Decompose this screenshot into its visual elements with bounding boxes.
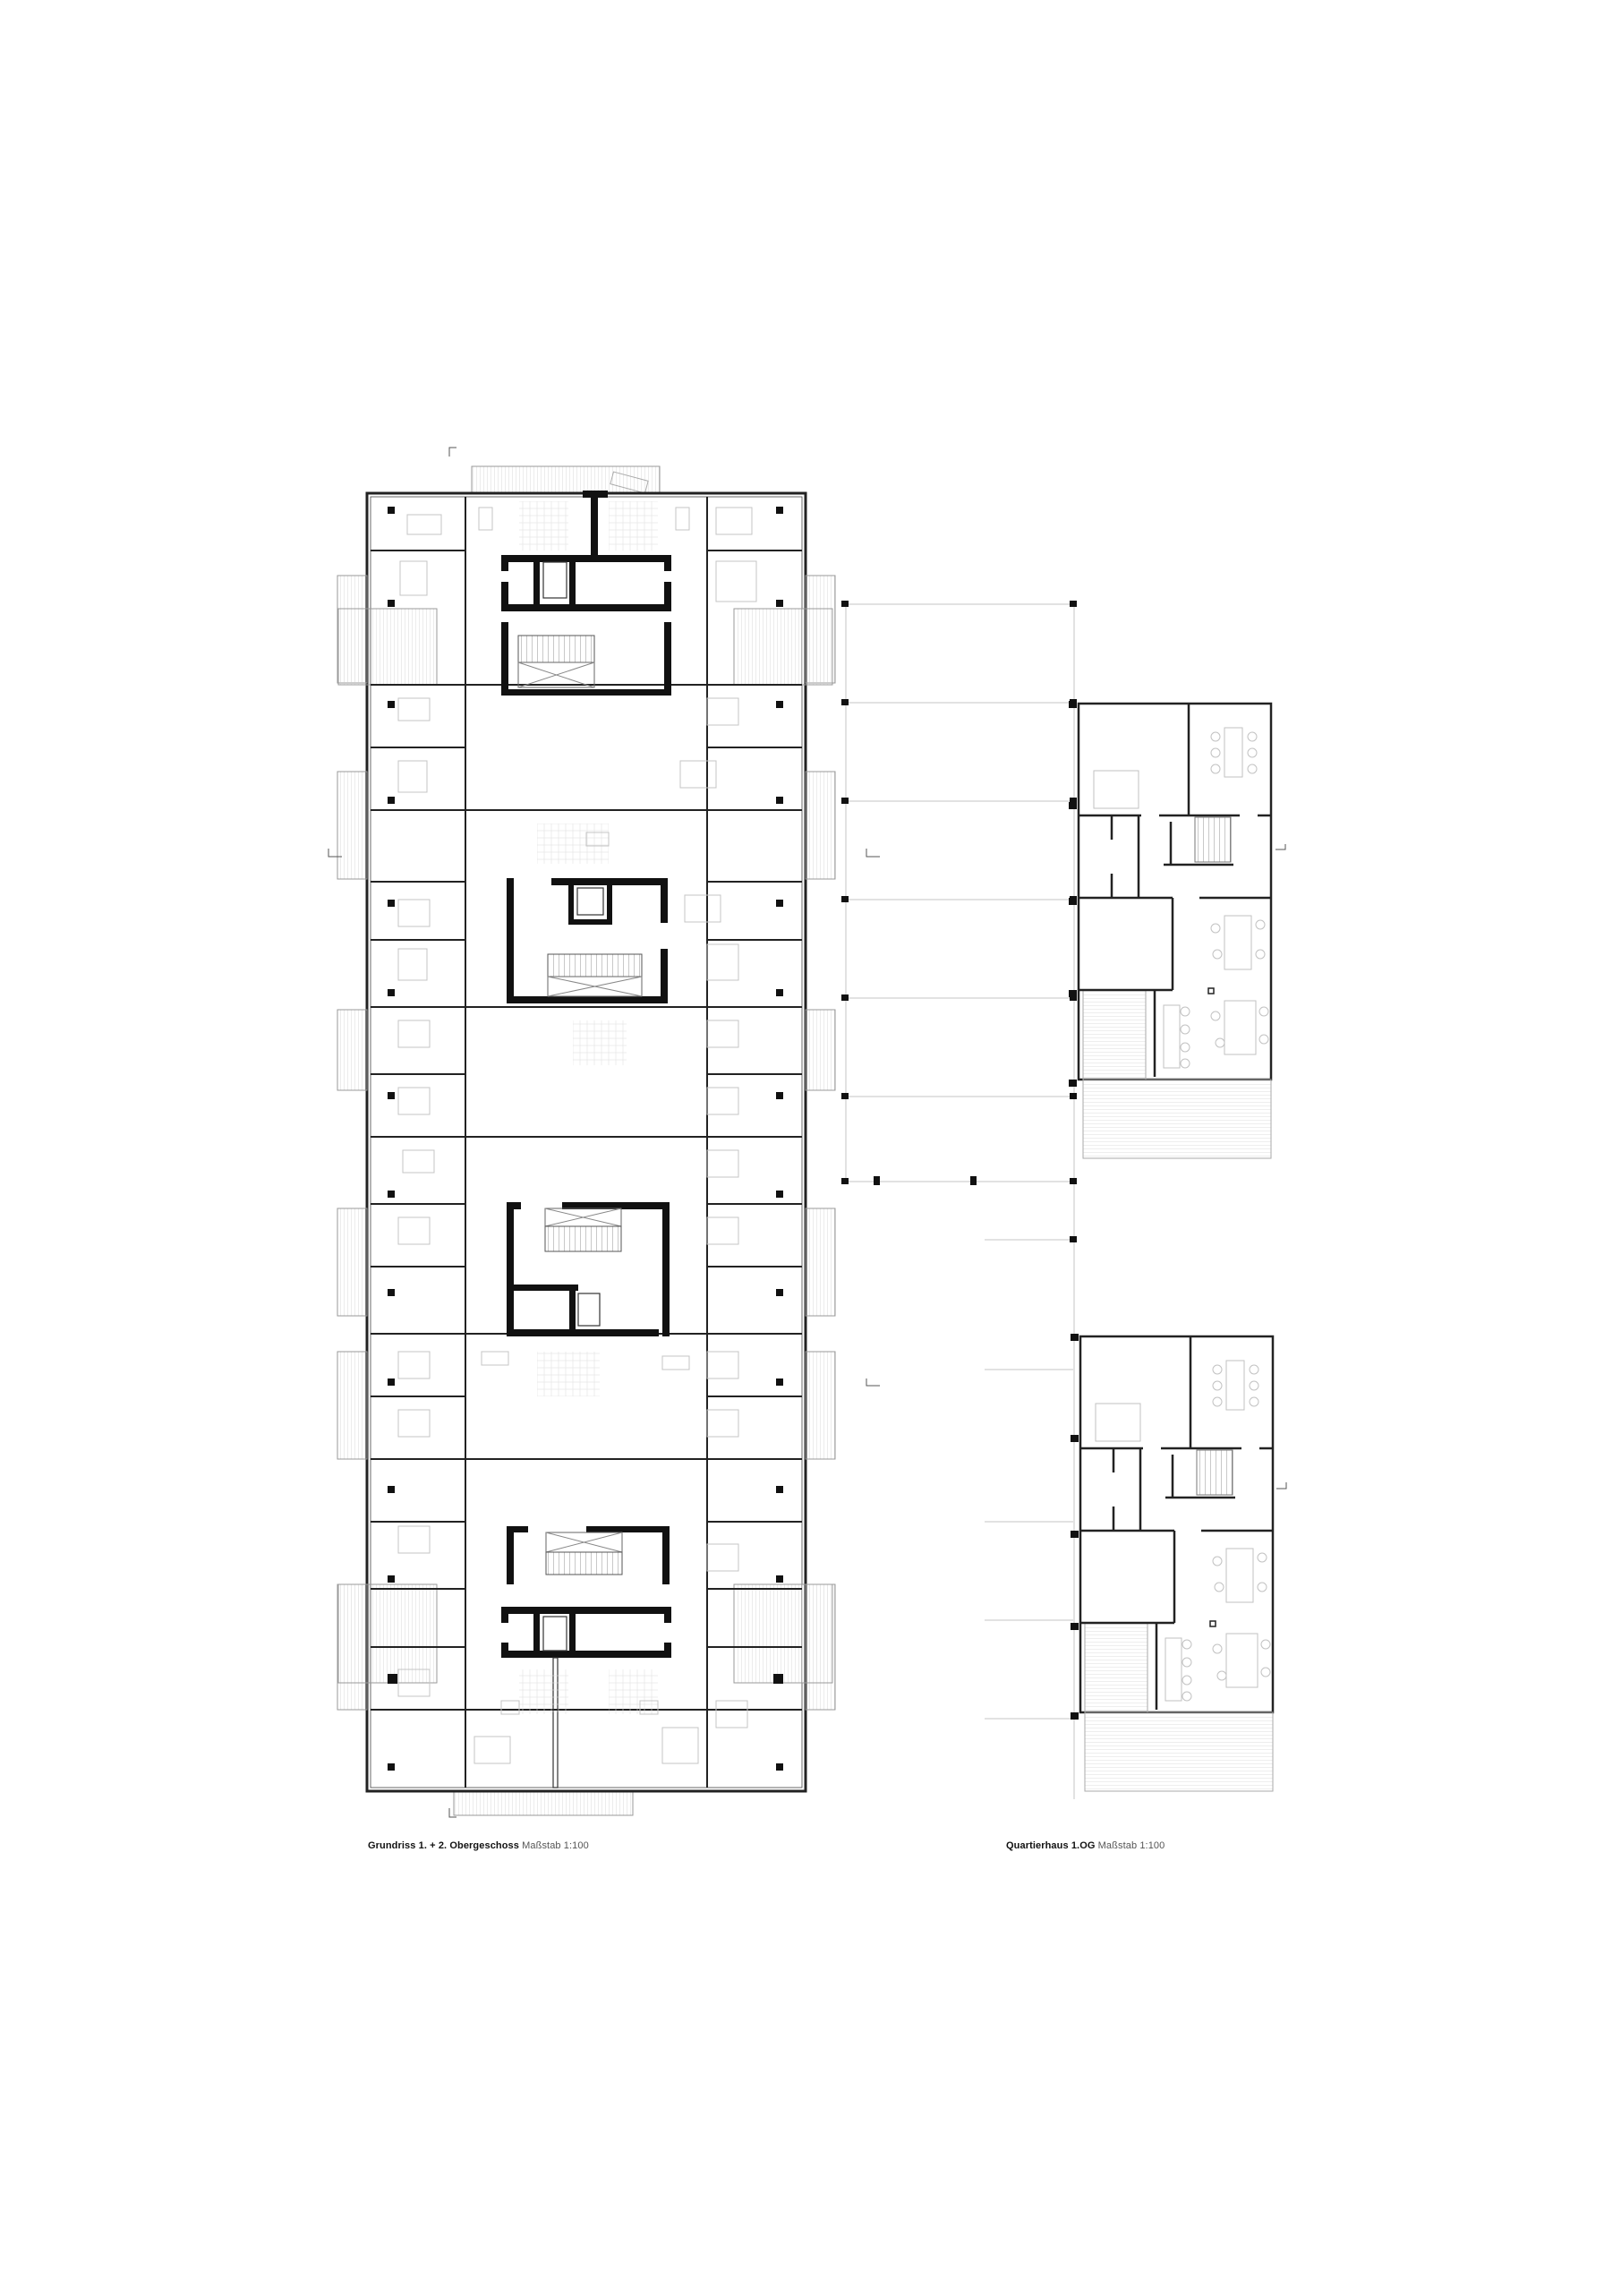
quartierhaus-plan-2 [1069,1332,1275,1793]
stair-core-3 [507,1202,670,1336]
main-plan-title: Grundriss 1. + 2. Obergeschoss [368,1840,519,1851]
quartierhaus-plan-1 [1069,701,1273,1159]
quartierhaus-title: Quartierhaus 1.OG [1006,1840,1096,1851]
main-floor-plan [337,465,836,1816]
quartierhaus-scale: Maßstab 1:100 [1097,1840,1165,1851]
pergola-grid [841,601,1077,1799]
main-plan-scale: Maßstab 1:100 [522,1840,589,1851]
stair-core-2 [507,878,668,1003]
quartierhaus-caption: Quartierhaus 1.OG Maßstab 1:100 [1006,1840,1165,1851]
section-markers [328,447,1287,1818]
stair-core-4 [501,1526,671,1788]
main-plan-caption: Grundriss 1. + 2. Obergeschoss Maßstab 1… [368,1840,589,1851]
stair-core-1 [501,491,671,696]
